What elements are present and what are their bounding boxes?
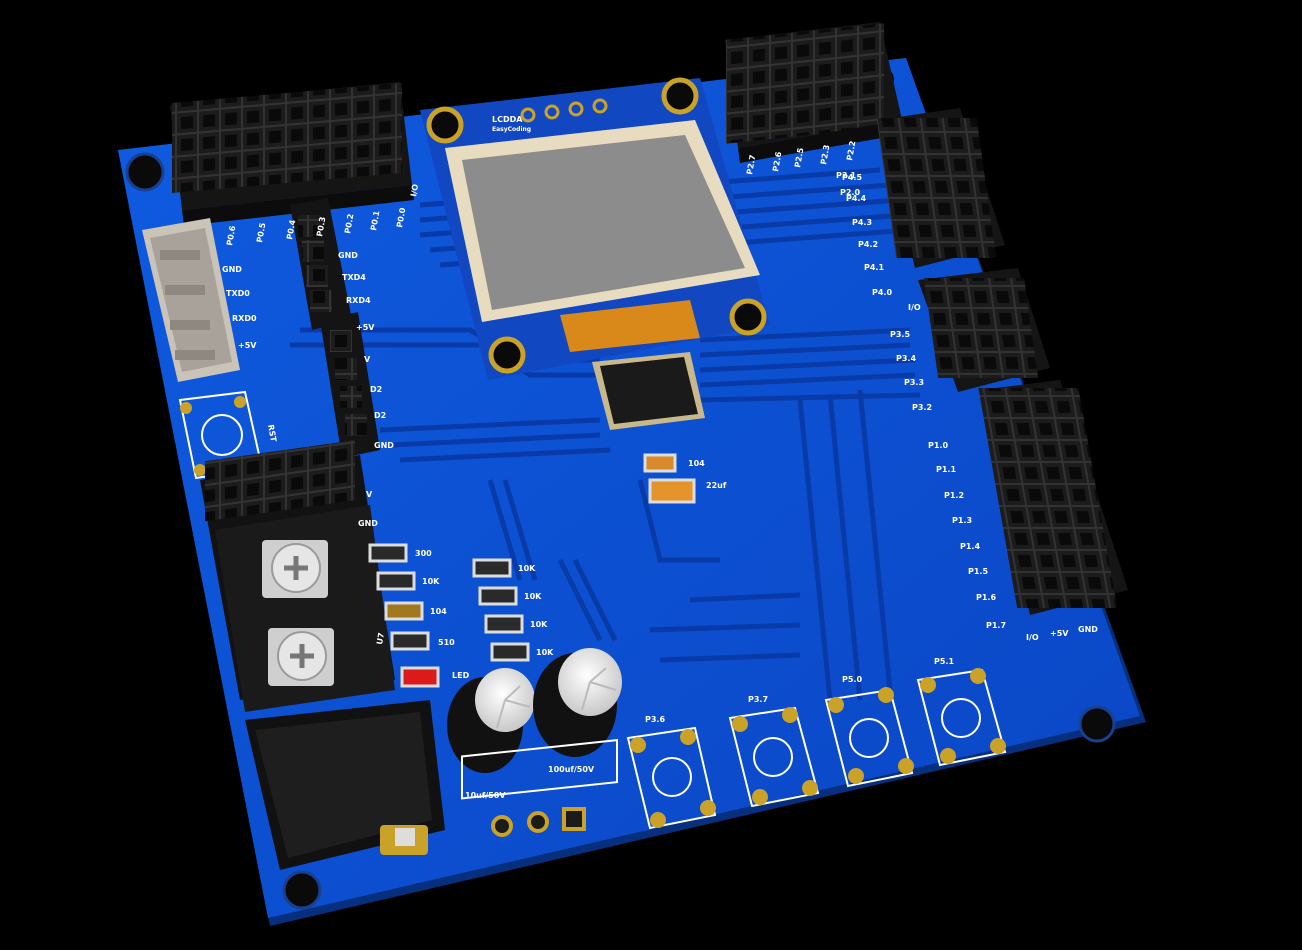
tact-button-label: P3.7 [748,695,768,704]
tact-button-p5-1[interactable]: P5.1 [916,657,1007,767]
header-pin-label: GND [358,519,378,528]
uart-pin-label: RXD0 [232,314,257,323]
tact-button-label: P5.0 [842,675,862,684]
resistors-right: 10K 10K 10K 10K [472,558,554,662]
pin-label: P4.1 [864,263,884,272]
pin-label: P0.2 [343,213,355,234]
pin-label: P2.0 [840,188,860,197]
tact-button-p3-7[interactable]: P3.7 [728,695,820,808]
pin-label: P0.0 [395,207,407,229]
uart-connector [142,218,240,382]
electrolytic-capacitors: 10uf/50V 100uf/50V [447,648,622,800]
pin-label: P1.0 [928,441,948,450]
pin-label: I/O [908,303,921,312]
pin-label: P2.7 [745,154,757,175]
pin-label: P2.6 [771,151,783,173]
capacitor-label-100uf: 100uf/50V [548,765,595,774]
power-pin-label: +5V [1050,629,1069,638]
led-designator: U7 [375,632,386,645]
header-pin-label: GND [338,251,358,260]
pin-label: P1.2 [944,491,964,500]
pin-label: P0.1 [369,210,381,232]
header-pin-label: V [364,355,371,364]
resistor-label: 10K [536,648,554,657]
uart-pin-label: +5V [238,341,257,350]
mounting-hole [125,152,165,192]
reset-label: RST [266,424,278,443]
tact-buttons: P3.6 P3.7 P5.0 P5.1 [626,657,1007,830]
resistor-label: 510 [438,638,455,647]
pin-label: P4.0 [872,288,892,297]
header-pin-label: TXD4 [342,273,366,282]
cap-small-label: 104 [688,459,705,468]
resistors-left: 300 10K 104 510 [368,543,455,651]
pin-label: P0.6 [225,225,237,247]
header-pin-label: RXD4 [346,296,371,305]
header-pin-label: D2 [370,385,382,394]
oled-module: LCDDA EasyCoding [420,77,770,380]
status-led: LED U7 [375,632,470,688]
oled-logo-subtext: EasyCoding [492,126,531,133]
resistor-label: 300 [415,549,432,558]
pin-label: P1.5 [968,567,988,576]
pin-label: P4.4 [846,194,866,203]
oled-logo-text: LCDDA [492,115,523,124]
pin-label: P2.5 [793,147,805,169]
pin-label: P3.5 [890,330,910,339]
pin-label: P0.3 [315,216,327,237]
pin-label: P0.4 [285,219,297,241]
uart-pin-label: TXD0 [226,289,250,298]
pin-label: P3.4 [896,354,916,363]
mcu-capacitors: 104 22uf [643,453,727,504]
pin-label: P2.2 [845,140,857,161]
pin-label: P1.1 [936,465,956,474]
resistor-label: 10K [518,564,536,573]
uart-pin-label: GND [222,265,242,274]
tact-button-p5-0[interactable]: P5.0 [824,675,914,788]
pin-label: I/O [409,183,420,197]
resistor-label: 104 [430,607,447,616]
dc-power-jack [245,700,445,870]
power-pin-label: GND [1078,625,1098,634]
mounting-hole [1078,705,1116,743]
pin-label: P3.3 [904,378,924,387]
tact-button-p3-6[interactable]: P3.6 [626,715,717,830]
silkscreen-labels: P0.6 P0.5 P0.4 P0.3 P0.2 P0.1 P0.0 I/O P… [222,140,1098,642]
tact-button-label: P3.6 [645,715,665,724]
header-pin-label: GND [374,441,394,450]
tact-button-label: P5.1 [934,657,954,666]
resistor-label: 10K [530,620,548,629]
header-top-right [725,22,904,163]
header-pin-label: V [366,490,373,499]
header-right-upper [876,108,1005,268]
power-pin-label: I/O [1026,633,1039,642]
pin-label: P1.3 [952,516,972,525]
cap-big-label: 22uf [706,481,727,490]
resistor-label: 10K [524,592,542,601]
pin-label: P2.3 [819,144,831,165]
pin-label: P4.5 [842,173,862,182]
header-pin-label: D2 [374,411,386,420]
pin-label: P1.6 [976,593,996,602]
header-right-middle [918,268,1050,392]
mounting-hole [282,870,322,910]
pin-label: P3.2 [912,403,932,412]
pin-label: P4.3 [852,218,872,227]
led-label: LED [452,671,470,680]
header-pin-label: +5V [356,323,375,332]
screw-terminal-block [200,440,395,712]
pin-label: P1.7 [986,621,1006,630]
header-middle-vertical [290,198,380,458]
jumper-footprint [461,739,618,837]
pin-label: P2.1 [836,171,856,180]
resistor-label: 10K [422,577,440,586]
header-right-lower [978,380,1128,615]
mcu-chip [592,352,705,430]
pin-label: P4.2 [858,240,878,249]
pin-label: P1.4 [960,542,980,551]
pin-label: P0.5 [255,222,267,244]
